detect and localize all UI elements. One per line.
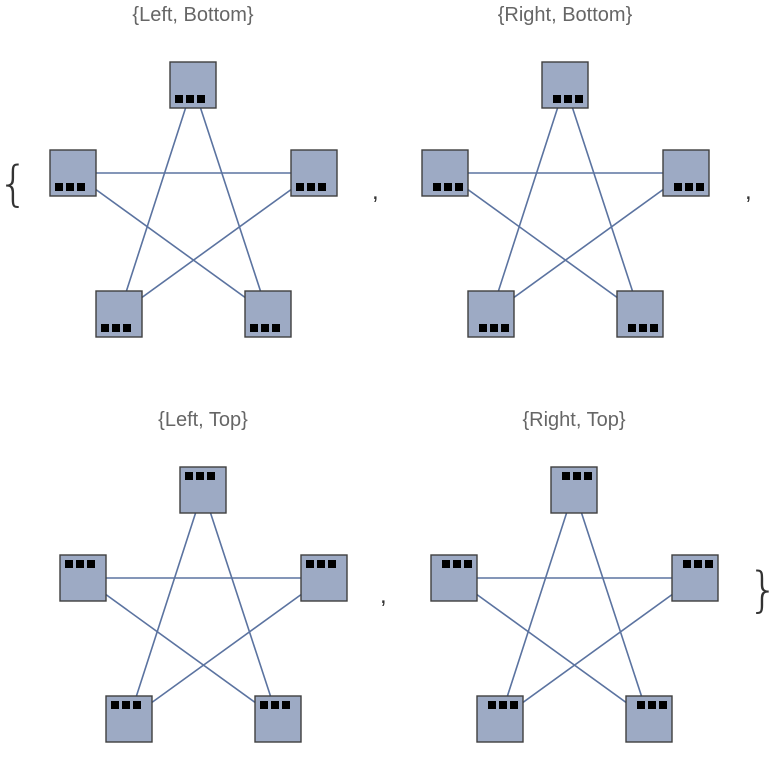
open-brace: { [0,156,29,212]
graph-node-lower-right [254,695,302,743]
edge-top-lower-right [192,84,269,315]
edge-top-lower-right [573,489,650,720]
ellipsis-dots-icon [250,324,280,332]
graph-node-upper-right [662,149,710,197]
ellipsis-dots-icon [175,95,205,103]
ellipsis-dots-icon [111,701,141,709]
graph-node-lower-right [244,290,292,338]
ellipsis-dots-icon [101,324,131,332]
ellipsis-dots-icon [562,472,592,480]
edge-upper-left-lower-right [82,577,279,720]
pentagram-graph [430,466,719,743]
edge-upper-left-lower-right [453,577,650,720]
graph-panel-left-top: {Left, Top} [58,405,348,745]
ellipsis-dots-icon [628,324,658,332]
ellipsis-dots-icon [306,560,336,568]
ellipsis-dots-icon [442,560,472,568]
graph-panel-right-bottom: {Right, Bottom} [420,0,710,340]
edge-top-lower-left [499,489,575,720]
ellipsis-dots-icon [55,183,85,191]
separator-comma-2: , [745,178,752,205]
ellipsis-dots-icon [553,95,583,103]
panel-title: {Right, Top} [522,409,626,431]
ellipsis-dots-icon [260,701,290,709]
edge-upper-right-lower-left [499,577,696,720]
edge-upper-left-lower-right [444,172,641,315]
graph-node-upper-left [59,554,107,602]
panel-title: {Right, Bottom} [497,4,633,26]
graph-node-top [179,466,227,514]
graph-node-lower-left [95,290,143,338]
graph-node-lower-right [625,695,673,743]
edge-top-lower-left [118,84,194,315]
ellipsis-dots-icon [185,472,215,480]
edge-top-lower-left [490,84,566,315]
edge-upper-right-lower-left [490,172,687,315]
graph-node-upper-left [49,149,97,197]
graph-node-top [169,61,217,109]
graph-node-lower-right [616,290,664,338]
graph-node-top [541,61,589,109]
ellipsis-dots-icon [296,183,326,191]
panel-title: {Left, Top} [158,409,248,431]
graph-node-lower-left [476,695,524,743]
graph-panel-left-bottom: {Left, Bottom} [48,0,338,340]
graph-panel-right-top: {Right, Top} [429,405,719,745]
edge-upper-right-lower-left [118,172,315,315]
graph-node-upper-right [290,149,338,197]
ellipsis-dots-icon [433,183,463,191]
ellipsis-dots-icon [637,701,667,709]
graph-node-lower-left [105,695,153,743]
pentagram-graph [421,61,710,338]
graph-node-lower-left [467,290,515,338]
pentagram-graph [59,466,348,743]
edge-top-lower-right [564,84,641,315]
edge-upper-right-lower-left [128,577,325,720]
close-brace: } [748,566,771,614]
graph-node-upper-right [300,554,348,602]
edge-upper-left-lower-right [72,172,269,315]
separator-comma-1: , [372,178,379,205]
pentagram-graph [49,61,338,338]
graph-node-top [550,466,598,514]
graph-node-upper-left [430,554,478,602]
separator-comma-3: , [380,582,387,609]
ellipsis-dots-icon [683,560,713,568]
graph-node-upper-left [421,149,469,197]
ellipsis-dots-icon [488,701,518,709]
panel-title: {Left, Bottom} [132,4,254,26]
ellipsis-dots-icon [65,560,95,568]
edge-top-lower-right [202,489,279,720]
ellipsis-dots-icon [479,324,509,332]
edge-top-lower-left [128,489,204,720]
graph-node-upper-right [671,554,719,602]
ellipsis-dots-icon [674,183,704,191]
